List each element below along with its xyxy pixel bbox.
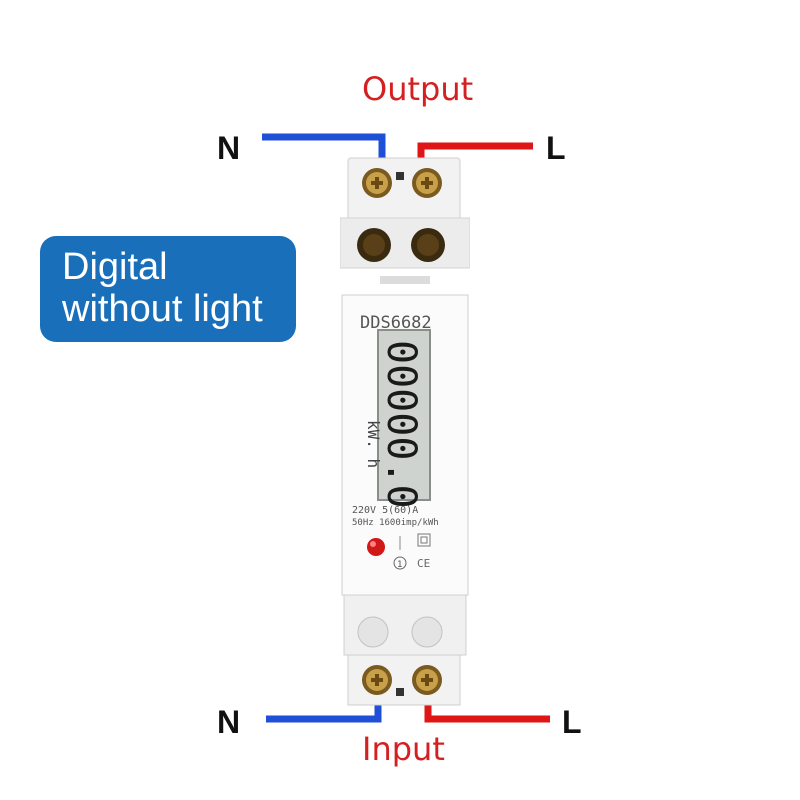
top-live-label: L [546, 130, 566, 166]
output-label: Output [362, 70, 474, 108]
model-label: DDS6682 [360, 313, 432, 333]
output-live-wire [417, 142, 533, 158]
badge-line-2: without light [62, 288, 263, 330]
bottom-live-label: L [562, 704, 582, 740]
ce-mark: CE [417, 557, 430, 570]
output-neutral-wire [262, 133, 386, 158]
spec-line-2: 50Hz 1600imp/kWh [352, 518, 439, 528]
svg-text:1: 1 [397, 560, 402, 570]
feature-badge: Digital without light [40, 236, 296, 342]
spec-line-1: 220V 5(60)A [352, 505, 418, 516]
top-neutral-label: N [217, 130, 241, 166]
class-mark-icon [393, 556, 407, 570]
bottom-neutral-label: N [217, 704, 241, 740]
badge-line-1: Digital [62, 246, 168, 288]
bottom-screw-n [362, 665, 392, 695]
energy-meter: DDS6682 kW. h 00000.0 220V 5(60)A 50Hz 1… [340, 157, 470, 706]
lcd-reading: 00000.0 [378, 340, 424, 509]
input-neutral-wire [266, 700, 382, 723]
input-live-wire [424, 700, 550, 723]
bottom-screw-l [412, 665, 442, 695]
unit-label: kW. h [364, 420, 383, 468]
bottom-hole-right [411, 616, 443, 648]
bottom-hole-left [357, 616, 389, 648]
lcd-display [377, 329, 431, 501]
pulse-led-icon [367, 538, 385, 556]
double-insulation-icon [417, 533, 431, 547]
top-screw-n [362, 168, 392, 198]
top-screw-l [412, 168, 442, 198]
input-label: Input [362, 730, 445, 768]
